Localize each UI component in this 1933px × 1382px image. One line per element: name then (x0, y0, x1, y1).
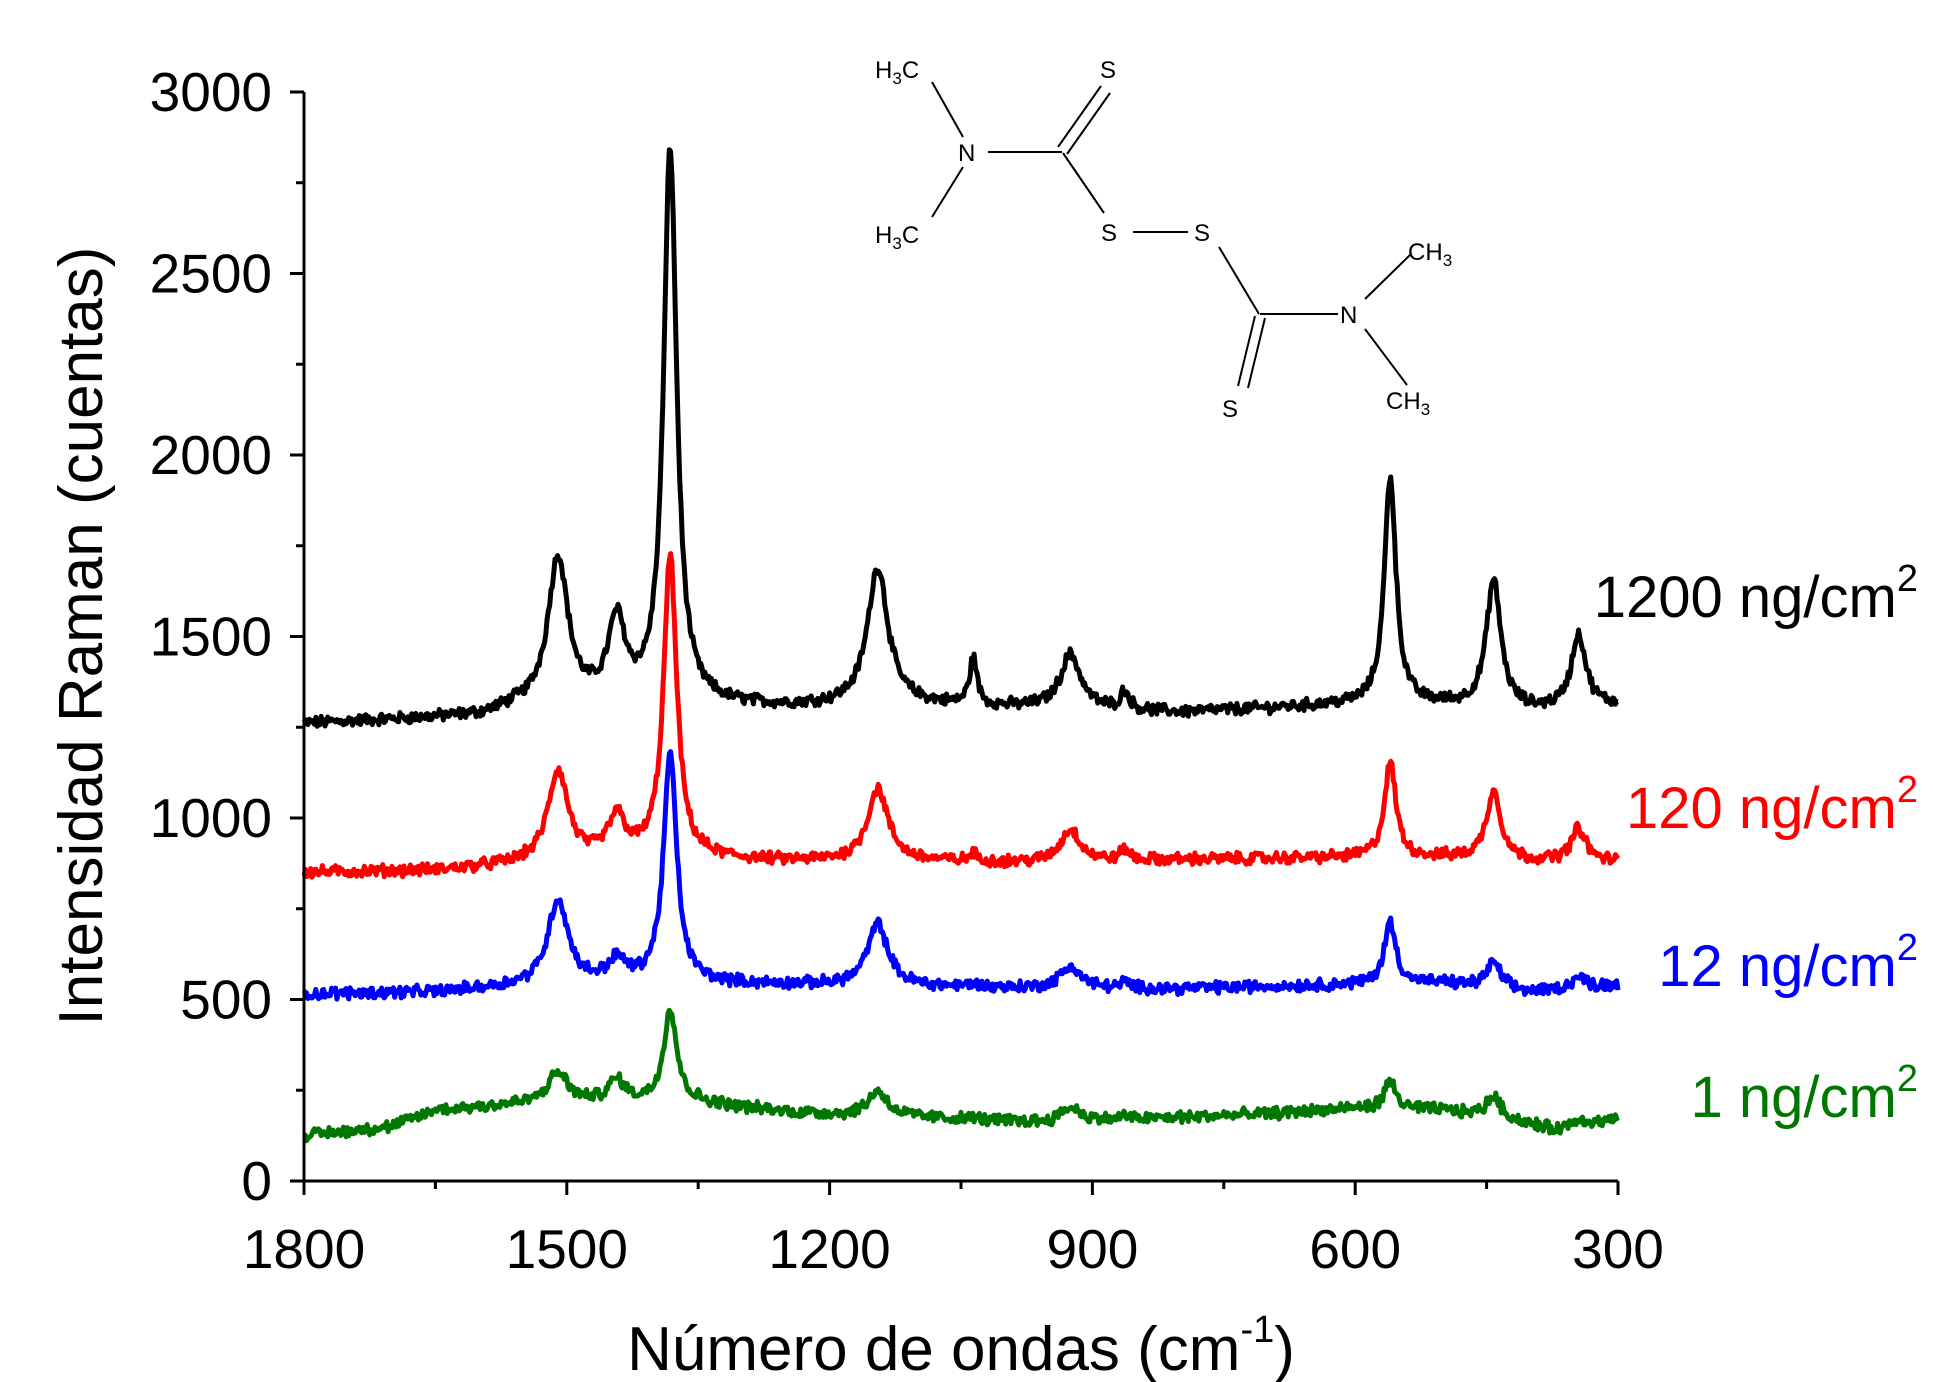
atom-s-mid-right: S (1194, 220, 1210, 247)
series-line-0 (301, 147, 1620, 729)
atom-s-bottom: S (1222, 396, 1238, 423)
bond-ch3-n-top (931, 81, 964, 138)
series-line-2 (301, 749, 1621, 1002)
atom-h3c-bottom: H3C (875, 222, 919, 253)
y-tick-label: 2000 (150, 424, 272, 486)
series-label-1: 1 ng/cm2 (1691, 1058, 1918, 1130)
ticks (290, 90, 1620, 1195)
atom-s-mid-left: S (1101, 220, 1117, 247)
x-tick-label: 1500 (506, 1218, 628, 1280)
series-line-1 (301, 551, 1621, 880)
thiram-structure (931, 81, 1411, 389)
y-tick-label: 1500 (150, 606, 272, 668)
series-label-120: 120 ng/cm2 (1626, 769, 1918, 841)
atom-h3c-top: H3C (875, 57, 919, 88)
y-tick-label: 2500 (150, 243, 272, 305)
bond-cs-double-b (1066, 92, 1111, 155)
x-axis-title: Número de ondas (cm-1) (627, 1309, 1295, 1382)
atom-ch3-top: CH3 (1408, 239, 1452, 270)
series-labels: 1200 ng/cm2 120 ng/cm2 12 ng/cm2 1 ng/cm… (1594, 558, 1918, 1130)
bond-n-ch3-bottom (1364, 328, 1408, 386)
bond-s-c-right (1218, 246, 1260, 315)
series-label-12: 12 ng/cm2 (1658, 927, 1918, 999)
bond-ch3-n-bottom (931, 166, 964, 218)
series-line-3 (302, 1007, 1620, 1144)
x-tick-label: 600 (1309, 1218, 1401, 1280)
y-tick-label: 3000 (150, 61, 272, 123)
bond-c-s-left (1062, 152, 1105, 214)
bond-cs-double-c (1237, 315, 1256, 387)
atom-s-top: S (1100, 57, 1116, 84)
x-tick-label: 1800 (243, 1218, 365, 1280)
atom-n-right: N (1340, 302, 1357, 329)
y-tick-label: 500 (180, 969, 272, 1031)
thiram-atom-labels: H3C H3C N S S S CH3 N S CH3 (875, 57, 1452, 423)
x-tick-label: 900 (1047, 1218, 1139, 1280)
x-tick-label: 300 (1572, 1218, 1664, 1280)
series-label-1200: 1200 ng/cm2 (1594, 558, 1918, 630)
x-tick-label: 1200 (768, 1218, 890, 1280)
y-tick-label: 1000 (150, 787, 272, 849)
bond-cs-double-d (1247, 317, 1266, 389)
y-tick-label: 0 (241, 1150, 272, 1212)
atom-ch3-bottom: CH3 (1386, 388, 1430, 419)
y-axis-title: Intensidad Raman (cuentas) (47, 247, 116, 1026)
plot-lines (301, 147, 1621, 1144)
bond-cs-double-a (1057, 85, 1102, 148)
bond-n-ch3-top (1364, 254, 1411, 300)
atom-n-left: N (958, 140, 975, 167)
